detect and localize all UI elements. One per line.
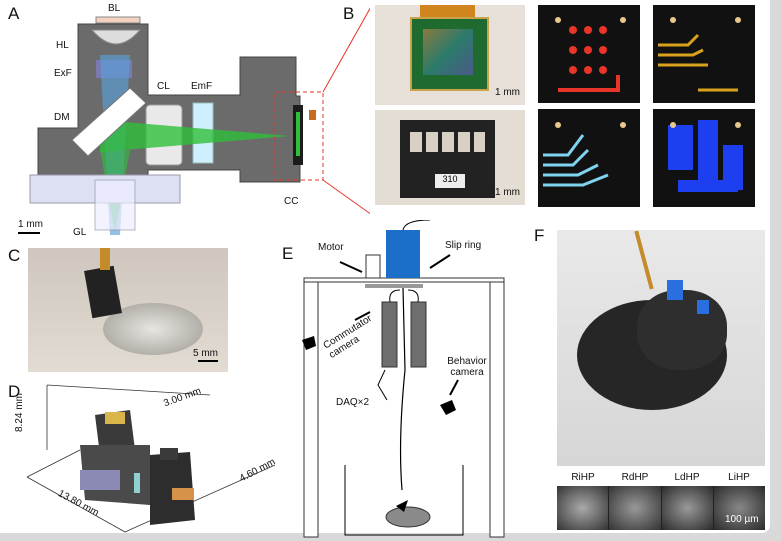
scale-bar-c: 5 mm [193, 348, 218, 359]
scale-bar-a: 1 mm [18, 219, 43, 230]
fov-image [661, 486, 713, 530]
scale-bar-b-top: 1 mm [495, 87, 520, 98]
region-label: LdHP [674, 472, 700, 483]
panel-label-a: A [8, 4, 20, 23]
device-3d-render [26, 384, 276, 533]
label-motor: Motor [318, 242, 344, 253]
fov-image [557, 486, 609, 530]
label-slip-ring: Slip ring [445, 240, 482, 251]
dim-height: 8.24 mm [14, 393, 25, 432]
sensor-photo-top: 1 mm [375, 5, 525, 105]
sensor-photo-bottom: 310 1 mm [375, 110, 525, 205]
scale-bar-f: 100 µm [725, 514, 759, 525]
label-gl: GL [73, 227, 87, 238]
fov-image-strip [557, 486, 765, 530]
label-behavior-camera: Behavior camera [447, 356, 487, 378]
chip-marking: 310 [435, 174, 465, 188]
label-hl: HL [56, 40, 69, 51]
fov-image [609, 486, 661, 530]
region-label: RiHP [571, 472, 595, 483]
mouse-photo [557, 230, 765, 466]
panel-label-d: D [8, 382, 21, 401]
region-labels: RiHP RdHP LdHP LiHP [557, 472, 765, 483]
region-label: LiHP [728, 472, 750, 483]
behavior-setup-diagram [302, 220, 505, 538]
device-on-coin-photo: 5 mm [28, 248, 228, 372]
label-cc: CC [284, 196, 299, 207]
label-bl: BL [108, 3, 121, 14]
pcb-layouts [538, 5, 755, 207]
panel-label-e: E [282, 244, 294, 263]
label-cl: CL [157, 81, 170, 92]
panel-label-c: C [8, 246, 21, 265]
panel-label-f: F [534, 226, 545, 245]
label-emf: EmF [191, 81, 213, 92]
scale-bar-b-bottom: 1 mm [495, 187, 520, 198]
label-exf: ExF [54, 68, 72, 79]
fov-image [713, 486, 765, 530]
microscope-cross-section [18, 7, 370, 235]
panel-label-b: B [343, 4, 355, 23]
label-daq: DAQ×2 [336, 397, 370, 408]
region-label: RdHP [621, 472, 649, 483]
label-dm: DM [54, 112, 70, 123]
